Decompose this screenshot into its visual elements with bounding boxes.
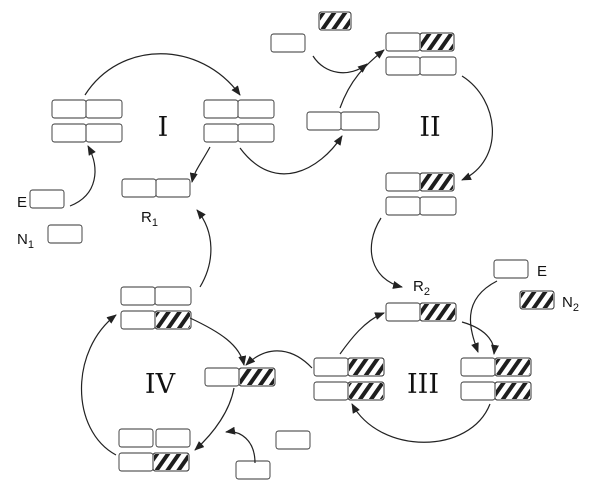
arrow-IV-to-R1 — [196, 209, 212, 288]
cycle-IV-bottom-bottom-rod — [118, 452, 190, 472]
cycle-II-top-top-rod — [385, 32, 455, 52]
cycle-II-bottom-bottom-rod — [385, 196, 457, 216]
arrow-IV-left — [80, 314, 117, 456]
cycle-III-right-bottom-rod — [460, 381, 532, 401]
arrow-IV-bottom — [194, 387, 235, 451]
arrow-II-up — [339, 49, 385, 109]
arrow-II-right — [461, 75, 493, 181]
R1-rod — [121, 178, 191, 198]
label-N1: N1 — [17, 231, 34, 251]
arrow-IV-release — [225, 426, 256, 464]
cycle-label-II: II — [419, 112, 440, 143]
N1-segment — [47, 224, 83, 244]
R2-rod — [385, 302, 457, 322]
reaction-arrows — [69, 49, 499, 464]
N2-segment — [519, 290, 555, 310]
arrow-R2-to-III — [461, 321, 499, 355]
arrow-I-to-II — [239, 135, 343, 175]
cycle-IV-top-top-rod — [120, 286, 192, 306]
cycle-III-left-top-rod — [313, 357, 385, 377]
cycle-II-top-bottom-rod — [385, 56, 457, 76]
free-hatched-segment-top — [318, 11, 352, 31]
free-dark-segment-bottom — [235, 460, 271, 480]
E-left-segment — [29, 189, 65, 209]
cycle-IV-bottom-top-right-segment — [155, 428, 191, 448]
cycle-I-left-top-rod — [51, 99, 123, 119]
E-right-segment — [493, 259, 529, 279]
arrow-I-bottom — [189, 146, 211, 183]
cycle-label-III: III — [407, 369, 439, 400]
cycle-IV-top-bottom-rod — [120, 310, 192, 330]
arrow-I-top — [84, 53, 241, 96]
arrow-II-join — [312, 55, 368, 74]
arrow-III-to-R2 — [339, 312, 385, 355]
cycle-I-right-top-rod — [203, 99, 275, 119]
middle-rod — [306, 111, 380, 131]
cycle-IV-bottom-top-left-segment — [118, 428, 154, 448]
cycle-label-I: I — [158, 112, 169, 143]
label-N2: N2 — [562, 294, 579, 314]
label-R2: R2 — [413, 278, 430, 298]
cycle-III-left-bottom-rod — [313, 381, 385, 401]
cycle-IV-middle-rod — [204, 367, 276, 387]
free-dark-segment-top — [270, 33, 306, 53]
arrow-IV-top — [189, 317, 247, 366]
label-E-right: E — [537, 263, 547, 280]
cycle-I-left-bottom-rod — [51, 123, 123, 143]
molecule-segments — [29, 11, 555, 480]
free-light-segment-bottom — [275, 430, 311, 450]
label-R1: R1 — [141, 209, 158, 229]
arrow-E-into-I — [69, 145, 96, 207]
cycle-III-right-top-rod — [460, 357, 532, 377]
cycle-label-IV: IV — [145, 369, 176, 400]
arrow-II-to-R2 — [370, 217, 403, 289]
cycle-I-right-bottom-rod — [203, 123, 275, 143]
cycle-II-bottom-top-rod — [385, 172, 455, 192]
arrow-III-to-IV — [245, 350, 313, 369]
label-E-left: E — [17, 194, 27, 211]
arrow-N2-into-III — [469, 280, 498, 353]
arrow-III-bottom — [351, 403, 491, 443]
